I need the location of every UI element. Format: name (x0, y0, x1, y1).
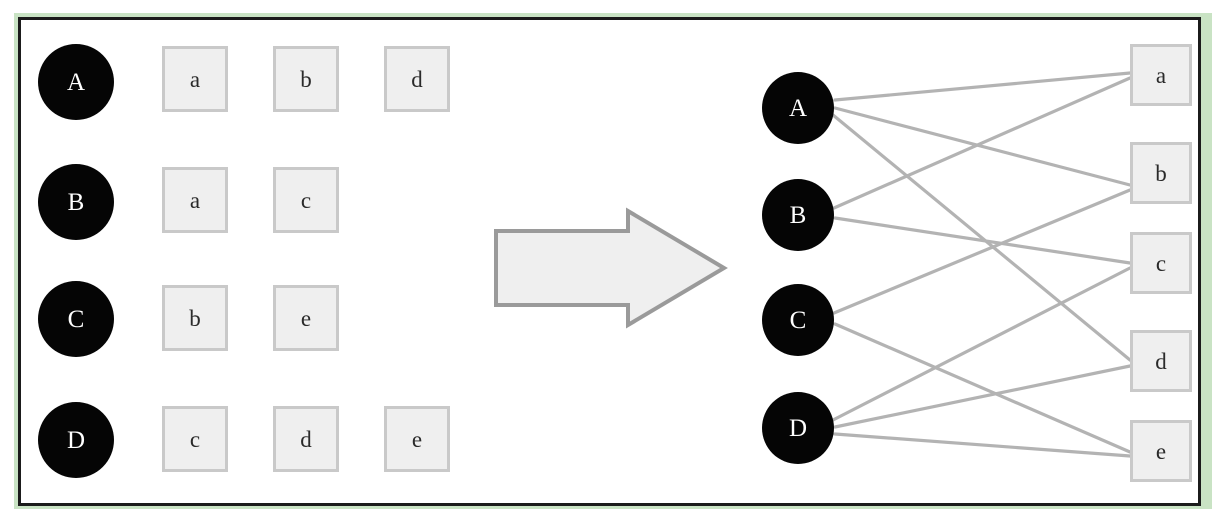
edge-A-d (831, 113, 1132, 362)
right-attr-label-b: b (1155, 160, 1167, 186)
edge-B-a (832, 76, 1132, 210)
left-attr-box-C-0[interactable]: b (162, 285, 228, 351)
left-attr-label-D-1: d (300, 426, 312, 452)
left-attr-label-A-2: d (411, 66, 423, 92)
right-attr-box-b[interactable]: b (1130, 142, 1192, 204)
right-attr-box-d[interactable]: d (1130, 330, 1192, 392)
left-attr-label-B-1: c (300, 187, 312, 213)
left-entity-node-C[interactable]: C (38, 281, 114, 357)
edge-D-c (831, 266, 1132, 422)
left-attr-box-A-1[interactable]: b (273, 46, 339, 112)
edge-B-c (833, 216, 1132, 265)
right-entity-label-B: B (789, 201, 807, 229)
left-entity-node-A[interactable]: A (38, 44, 114, 120)
edge-A-b (833, 106, 1132, 187)
right-entity-node-A[interactable]: A (762, 72, 834, 144)
right-entity-node-B[interactable]: B (762, 179, 834, 251)
left-entity-label-C: C (67, 305, 85, 333)
left-attr-box-D-2[interactable]: e (384, 406, 450, 472)
right-attr-label-d: d (1155, 348, 1167, 374)
left-attr-box-C-1[interactable]: e (273, 285, 339, 351)
left-entity-label-A: A (66, 68, 86, 96)
edge-C-b (832, 188, 1132, 315)
left-attr-box-D-0[interactable]: c (162, 406, 228, 472)
right-attr-label-a: a (1155, 62, 1167, 88)
left-entity-node-B[interactable]: B (38, 164, 114, 240)
left-attr-label-D-0: c (189, 426, 201, 452)
edge-A-a (833, 71, 1132, 102)
left-attr-box-B-0[interactable]: a (162, 167, 228, 233)
right-entity-label-A: A (788, 94, 808, 122)
left-attr-label-A-1: b (300, 66, 312, 92)
left-attr-label-B-0: a (189, 187, 201, 213)
left-attr-label-A-0: a (189, 66, 201, 92)
right-attr-label-e: e (1155, 438, 1167, 464)
right-entity-node-C[interactable]: C (762, 284, 834, 356)
left-attr-box-D-1[interactable]: d (273, 406, 339, 472)
left-attr-label-C-0: b (189, 305, 201, 331)
left-entity-label-B: B (67, 188, 85, 216)
right-attr-box-c[interactable]: c (1130, 232, 1192, 294)
right-entity-node-D[interactable]: D (762, 392, 834, 464)
left-attr-box-A-0[interactable]: a (162, 46, 228, 112)
left-attr-box-B-1[interactable]: c (273, 167, 339, 233)
right-attr-label-c: c (1155, 250, 1167, 276)
transform-arrow (494, 207, 728, 329)
left-attr-label-D-2: e (411, 426, 423, 452)
edge-D-d (833, 364, 1132, 429)
right-attr-box-e[interactable]: e (1130, 420, 1192, 482)
left-entity-label-D: D (66, 426, 86, 454)
right-entity-label-C: C (789, 306, 807, 334)
right-attr-box-a[interactable]: a (1130, 44, 1192, 106)
edge-D-e (833, 432, 1132, 458)
right-entity-label-D: D (788, 414, 808, 442)
left-attr-label-C-1: e (300, 305, 312, 331)
edge-C-e (833, 322, 1132, 454)
transform-arrow-shape (494, 207, 728, 329)
left-attr-box-A-2[interactable]: d (384, 46, 450, 112)
left-entity-node-D[interactable]: D (38, 402, 114, 478)
